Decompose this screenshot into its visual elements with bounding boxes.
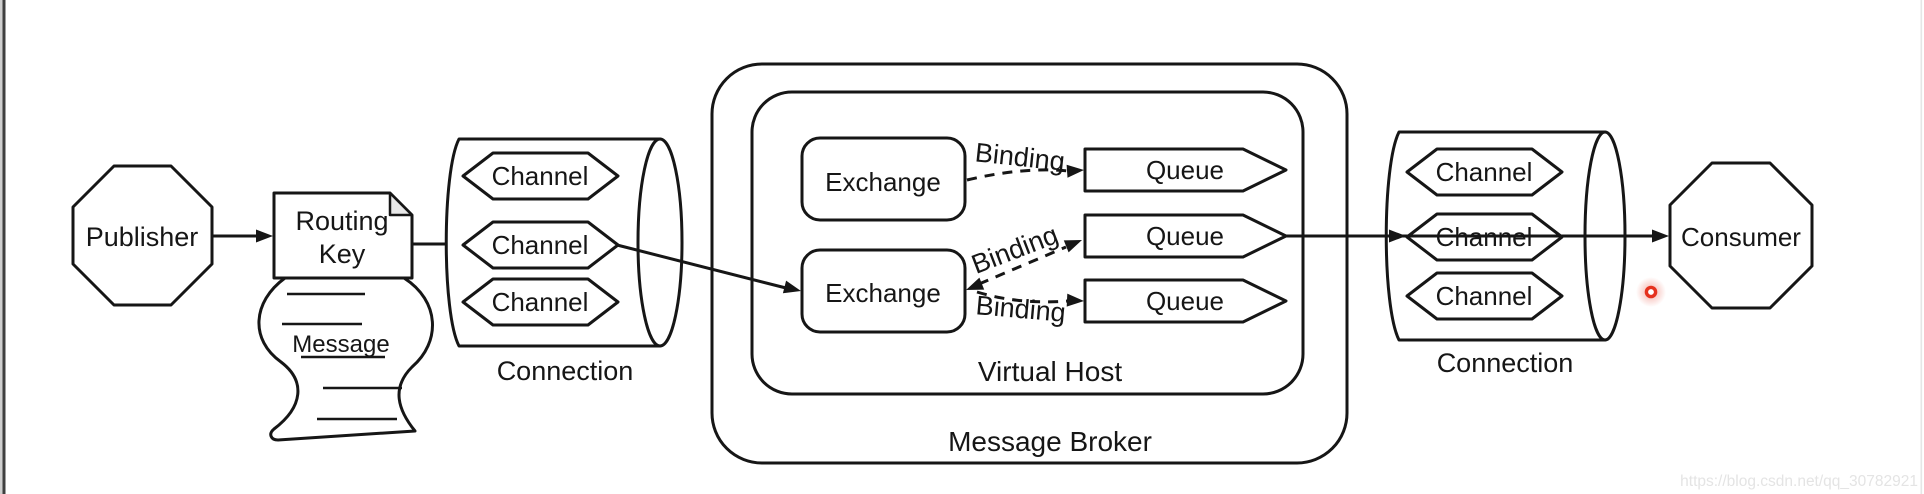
connection-label-right: Connection [1437,348,1574,378]
message-label: Message [292,331,389,358]
exchange-label: Exchange [825,167,941,197]
channel-hexagon: Channel [1405,271,1564,321]
queue-label: Queue [1146,155,1224,185]
routing-key-note: Routing Key [272,191,414,280]
virtual-host-label: Virtual Host [978,356,1122,387]
channel-label: Channel [1436,222,1533,252]
exchange-node: Exchange [800,248,967,334]
window-edge-left-dark [2,0,6,494]
channel-label: Channel [1436,281,1533,311]
window-edge-left-light [0,0,3,494]
channel-hexagon: Channel [461,151,620,201]
exchange-label: Exchange [825,278,941,308]
publisher-node: Publisher [71,164,214,307]
connection-label-left: Connection [497,356,634,386]
queue-node: Queue [1083,147,1288,193]
queue-node: Queue [1083,278,1288,324]
arrow-channel-to-exchange [616,243,801,294]
channel-hexagon: Channel [1405,147,1564,197]
cursor-highlight [1636,277,1666,307]
publisher-label: Publisher [86,222,199,252]
queue-label: Queue [1146,286,1224,316]
routing-key-label-line2: Key [319,239,366,269]
queue-node: Queue [1083,213,1288,259]
routing-key-label-line1: Routing [295,206,388,236]
channel-hexagon: Channel [1405,212,1564,262]
watermark: https://blog.csdn.net/qq_30782921 [1680,473,1918,490]
binding-arrow-exchange1-queue1 [966,164,1084,182]
consumer-node: Consumer [1668,161,1814,310]
window-edge-right [1920,0,1923,494]
channel-hexagon: Channel [461,277,620,327]
binding-arrow-exchange2-queue3 [976,290,1084,307]
note-fold [388,191,414,217]
consumer-label: Consumer [1681,222,1801,252]
arrow-queue-to-consumer [1286,229,1669,243]
exchange-node: Exchange [800,136,967,222]
channel-label: Channel [492,287,589,317]
message-scroll: Message [257,276,434,442]
binding-arrow-exchange2-queue2 [966,240,1082,290]
message-broker-label: Message Broker [948,426,1152,457]
channel-label: Channel [1436,157,1533,187]
channel-label: Channel [492,161,589,191]
arrow-publisher-to-routing-key [212,229,273,243]
channel-hexagon: Channel [461,220,620,270]
queue-label: Queue [1146,221,1224,251]
channel-label: Channel [492,230,589,260]
